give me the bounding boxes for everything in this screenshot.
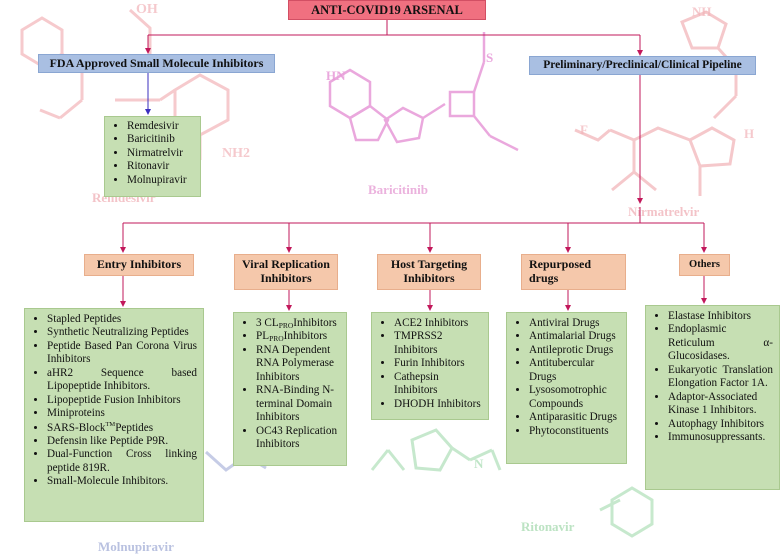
list-item: Remdesivir (127, 120, 194, 133)
sars-block-text: SARS-Block (47, 421, 106, 434)
list-item: Antiparasitic Drugs (529, 411, 620, 424)
atom-label-oh: OH (136, 2, 158, 17)
others-header: Others (679, 254, 730, 276)
watermark-nirmatrelvir: Nirmatrelvir (628, 204, 700, 219)
host-targeting-list: ACE2 Inhibitors TMPRSS2 Inhibitors Furin… (371, 312, 489, 420)
list-item: Endoplasmic Reticulum α-Glucosidases. (668, 323, 773, 363)
fda-approved-header: FDA Approved Small Molecule Inhibitors (38, 54, 275, 73)
pl-subscript: PRO (269, 334, 284, 344)
list-item: Stapled Peptides (47, 313, 197, 326)
list-item: DHODH Inhibitors (394, 398, 482, 411)
list-item: OC43 Replication Inhibitors (256, 425, 340, 452)
list-item: PLPROInhibitors (256, 330, 340, 343)
list-item: Immunosuppressants. (668, 431, 773, 444)
list-item: Small-Molecule Inhibitors. (47, 475, 197, 488)
watermark-baricitinib: Baricitinib (368, 182, 428, 197)
list-item: Peptide Based Pan Corona Virus Inhibitor… (47, 340, 197, 367)
list-item: Cathepsin Inhibitors (394, 371, 482, 398)
repurposed-drugs-header: Repurposed drugs (521, 254, 626, 290)
list-item: Elastase Inhibitors (668, 310, 773, 323)
list-item: Molnupiravir (127, 174, 194, 187)
repurposed-header-line2: drugs (529, 271, 559, 285)
pl-prefix: PL (256, 330, 270, 343)
trademark-sup: TM (105, 420, 116, 428)
host-header-line1: Host Targeting (390, 257, 468, 272)
cl-prefix: 3 CL (256, 317, 279, 329)
list-item: RNA-Binding N-terminal Domain Inhibitors (256, 384, 340, 424)
sars-block-suffix: Peptides (115, 421, 154, 434)
host-targeting-header: Host Targeting Inhibitors (377, 254, 481, 290)
ritonavir-structure (370, 428, 654, 538)
list-item: Antileprotic Drugs (529, 344, 620, 357)
atom-label-n: N (474, 456, 484, 471)
viral-header-line2: Inhibitors (260, 271, 312, 285)
pl-suffix: Inhibitors (283, 330, 328, 343)
atom-label-f: F (580, 122, 588, 137)
list-item: Miniproteins (47, 407, 197, 420)
fda-drug-list: Remdesivir Baricitinib Nirmatrelvir Rito… (104, 116, 201, 197)
list-item: Phytoconstituents (529, 425, 620, 438)
list-item: 3 CLPROInhibitors (256, 317, 340, 330)
host-header-line2: Inhibitors (403, 271, 455, 285)
atom-label-nh2: NH2 (222, 146, 250, 161)
baricitinib-structure (328, 32, 519, 152)
list-item: Antiviral Drugs (529, 317, 620, 330)
list-item: Ritonavir (127, 160, 194, 173)
list-item: Autophagy Inhibitors (668, 418, 773, 431)
list-item: Synthetic Neutralizing Peptides (47, 326, 197, 339)
watermark-molnupiravir: Molnupiravir (98, 539, 174, 554)
list-item: Lipopeptide Fusion Inhibitors (47, 394, 197, 407)
repurposed-header-line1: Repurposed (529, 257, 592, 272)
viral-replication-list: 3 CLPROInhibitors PLPROInhibitors RNA De… (233, 312, 347, 466)
list-item: Defensin like Peptide P9R. (47, 435, 197, 448)
list-item: Furin Inhibitors (394, 357, 482, 370)
list-item: Dual-Function Cross linking peptide 819R… (47, 448, 197, 475)
list-item: Antitubercular Drugs (529, 357, 620, 384)
cl-suffix: Inhibitors (293, 317, 337, 329)
viral-header-line1: Viral Replication (242, 257, 330, 272)
list-item: Antimalarial Drugs (529, 330, 620, 343)
list-item: Eukaryotic Translation Elongation Factor… (668, 364, 773, 391)
repurposed-drugs-list: Antiviral Drugs Antimalarial Drugs Antil… (506, 312, 627, 464)
list-item: aHR2 Sequence based Lipopeptide Inhibito… (47, 367, 197, 394)
list-item: ACE2 Inhibitors (394, 317, 482, 330)
entry-inhibitors-header: Entry Inhibitors (84, 254, 194, 276)
list-item: Nirmatrelvir (127, 147, 194, 160)
diagram-title: ANTI-COVID19 ARSENAL (288, 0, 486, 20)
viral-replication-header: Viral Replication Inhibitors (234, 254, 338, 290)
list-item: RNA Dependent RNA Polymerase Inhibitors (256, 344, 340, 384)
list-item: SARS-BlockTMPeptides (47, 421, 197, 435)
watermark-ritonavir: Ritonavir (521, 519, 575, 534)
entry-inhibitors-list: Stapled Peptides Synthetic Neutralizing … (24, 308, 204, 522)
list-item: Baricitinib (127, 133, 194, 146)
others-list: Elastase Inhibitors Endoplasmic Reticulu… (645, 305, 780, 490)
list-item: Adaptor-Associated Kinase 1 Inhibitors. (668, 391, 773, 418)
pipeline-header: Preliminary/Preclinical/Clinical Pipelin… (529, 56, 756, 75)
atom-label-h: H (744, 126, 755, 141)
cl-subscript: PRO (278, 321, 294, 330)
list-item: TMPRSS2 Inhibitors (394, 330, 482, 357)
atom-label-nh: NH (692, 4, 712, 19)
atom-label-hn: HN (326, 68, 346, 83)
list-item: Lysosomotrophic Compounds (529, 384, 620, 411)
atom-label-s: S (486, 50, 494, 65)
